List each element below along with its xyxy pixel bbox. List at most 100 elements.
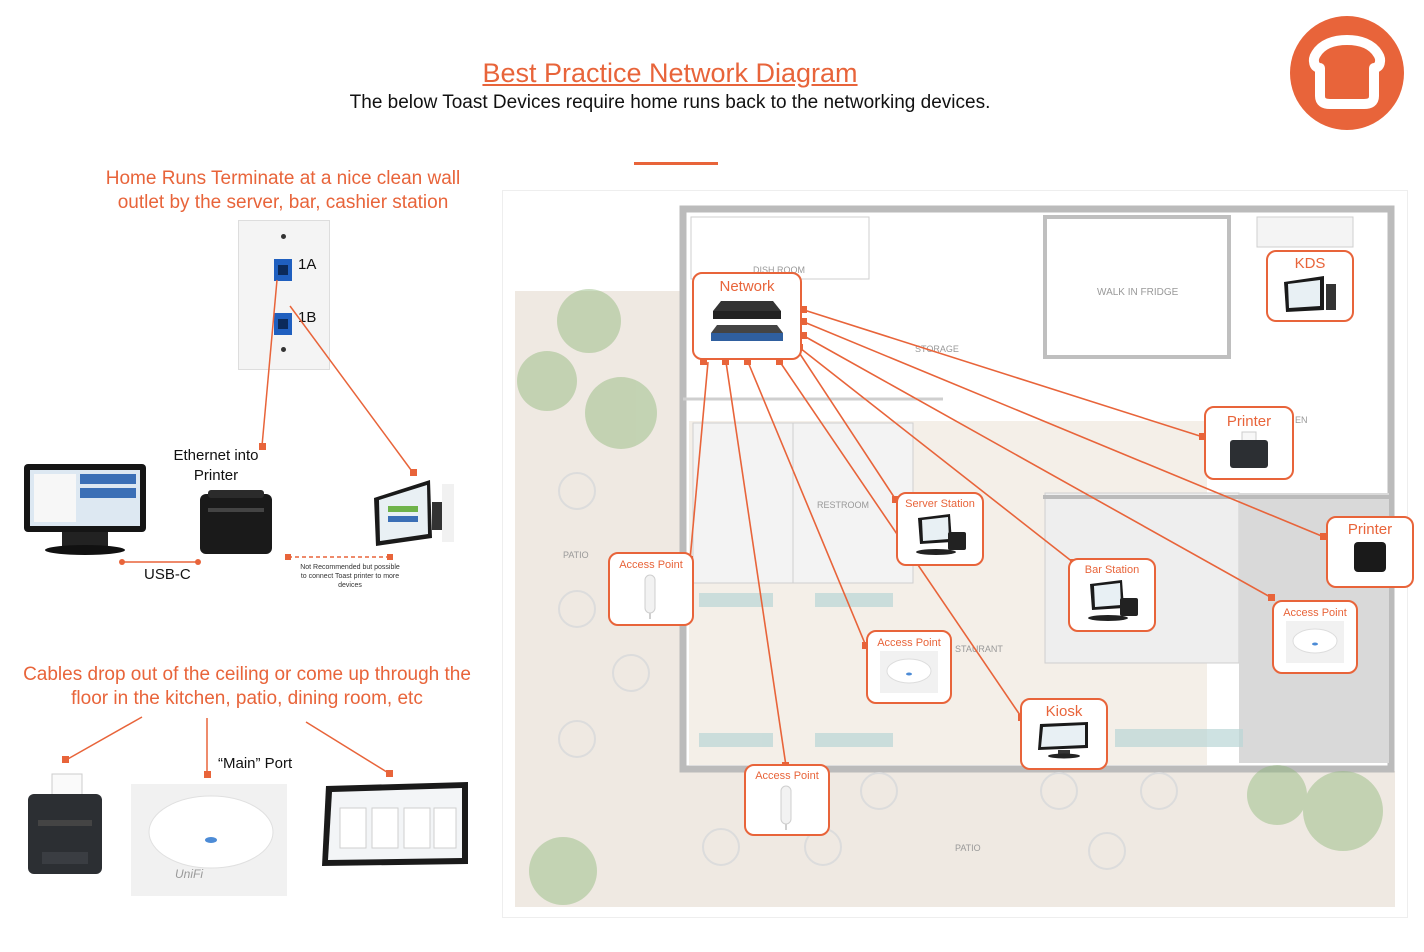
left-connectors [62, 279, 417, 778]
main-port-label: “Main” Port [218, 755, 293, 772]
plate-screw-bottom [281, 347, 286, 352]
home-runs-note: Home Runs Terminate at a nice clean wall… [105, 168, 461, 213]
room-kitchen-fragment: EN [1295, 415, 1308, 425]
tablet-icon [374, 480, 454, 546]
page-title: Best Practice Network Diagram [482, 58, 858, 88]
card-kiosk-label: Kiosk [1045, 703, 1083, 720]
kitchen-printer-icon [28, 773, 102, 874]
link-server-station [799, 353, 897, 501]
room-restroom: RESTROOM [817, 500, 869, 510]
access-point-icon [780, 785, 792, 830]
card-access-point-3[interactable]: Access Point [1272, 600, 1358, 674]
link-printer-1 [803, 309, 1204, 438]
port-1a-jack[interactable] [274, 259, 292, 281]
card-ap-2-label: Access Point [877, 637, 941, 649]
link-printer-2 [803, 321, 1325, 538]
room-restaurant: STAURANT [955, 644, 1003, 654]
page-subtitle: The below Toast Devices require home run… [349, 92, 991, 113]
card-kds-label: KDS [1294, 255, 1326, 272]
card-network[interactable]: Network [692, 272, 802, 360]
room-storage: STORAGE [915, 344, 959, 354]
card-printer-1-label: Printer [1226, 413, 1272, 430]
room-walk-in: WALK IN FRIDGE [1097, 287, 1179, 298]
pos-terminal [22, 462, 148, 556]
card-access-point-2[interactable]: Access Point [866, 630, 952, 704]
printer-card-icon [1354, 542, 1386, 572]
port-1b-jack[interactable] [274, 313, 292, 335]
card-kds[interactable]: KDS [1266, 250, 1354, 322]
connector-dot [285, 554, 291, 560]
port-1a-label: 1A [298, 256, 317, 273]
card-network-label: Network [719, 278, 775, 295]
connector-dot [410, 469, 417, 476]
link-ap-left [689, 361, 709, 561]
usb-c-label: USB-C [144, 566, 191, 583]
network-switch-icon [711, 301, 783, 341]
patio-bottom-deck [515, 771, 1395, 907]
patio-trees [517, 289, 1383, 905]
dining-booths [699, 593, 1243, 747]
kiosk-icon [1038, 722, 1088, 759]
patio-tables [558, 472, 1178, 870]
card-server-station-label: Server Station [905, 498, 975, 510]
link-bar-station [799, 347, 1075, 564]
room-patio-bottom: PATIO [955, 843, 981, 853]
connector-dot [259, 443, 266, 450]
card-bar-station[interactable]: Bar Station [1068, 558, 1156, 632]
tablet-device [370, 476, 456, 552]
kds-icon [1284, 276, 1336, 312]
card-ap-4-label: Access Point [755, 770, 819, 782]
connector-dot [204, 771, 211, 778]
ethernet-printer-label: Ethernet into Printer [173, 447, 259, 484]
restroom-1 [692, 422, 794, 584]
card-kiosk[interactable]: Kiosk [1020, 698, 1108, 770]
connector-dot [62, 756, 69, 763]
kds-monitor-icon [322, 782, 468, 866]
toast-icon [1308, 35, 1386, 109]
printer-card-icon [1230, 431, 1268, 468]
link-ap-bottom [725, 361, 787, 767]
ethernet-line-1b [289, 305, 415, 475]
access-point-icon [644, 574, 656, 619]
pos-terminal-icon [24, 464, 146, 555]
wall-plate [238, 220, 330, 370]
room-patio-left: PATIO [563, 550, 589, 560]
svg-text:UniFi: UniFi [175, 867, 203, 881]
printer-icon [200, 490, 272, 554]
card-printer-2[interactable]: Printer [1326, 516, 1414, 588]
cables-drop-note: Cables drop out of the ceiling or come u… [23, 664, 471, 709]
card-bar-station-label: Bar Station [1084, 564, 1140, 576]
access-point-icon: UniFi [148, 795, 274, 881]
drop-line-printer [65, 716, 143, 761]
pos-station-icon [916, 514, 966, 555]
card-printer-1[interactable]: Printer [1204, 406, 1294, 480]
card-printer-2-label: Printer [1347, 521, 1393, 538]
title-divider [634, 162, 718, 165]
kitchen-range [1256, 216, 1354, 248]
card-ap-1-label: Access Point [619, 559, 683, 571]
receipt-printer [198, 488, 274, 556]
card-access-point-4[interactable]: Access Point [744, 764, 830, 836]
link-ap-center [747, 361, 867, 647]
kitchen-printer [24, 770, 104, 878]
not-recommended-note: Not Recommended but possible to connect … [300, 564, 400, 589]
connector-dot [387, 554, 393, 560]
card-server-station[interactable]: Server Station [896, 492, 984, 566]
toast-logo [1290, 16, 1404, 130]
port-1b-label: 1B [298, 309, 317, 326]
walk-in-fridge [1043, 215, 1231, 359]
ethernet-line-1a [261, 279, 278, 447]
link-ap-right [803, 335, 1273, 599]
access-point-icon [1286, 621, 1344, 663]
room-dish-room: DISH ROOM [753, 265, 805, 275]
unifi-access-point: UniFi [131, 784, 287, 896]
access-point-icon [880, 651, 938, 693]
connector-dot [119, 559, 125, 565]
card-ap-3-label: Access Point [1283, 607, 1347, 619]
connector-dot [386, 770, 393, 777]
drop-line-kds [305, 721, 391, 775]
pos-station-icon [1088, 580, 1138, 621]
card-access-point-1[interactable]: Access Point [608, 552, 694, 626]
connector-dot [195, 559, 201, 565]
